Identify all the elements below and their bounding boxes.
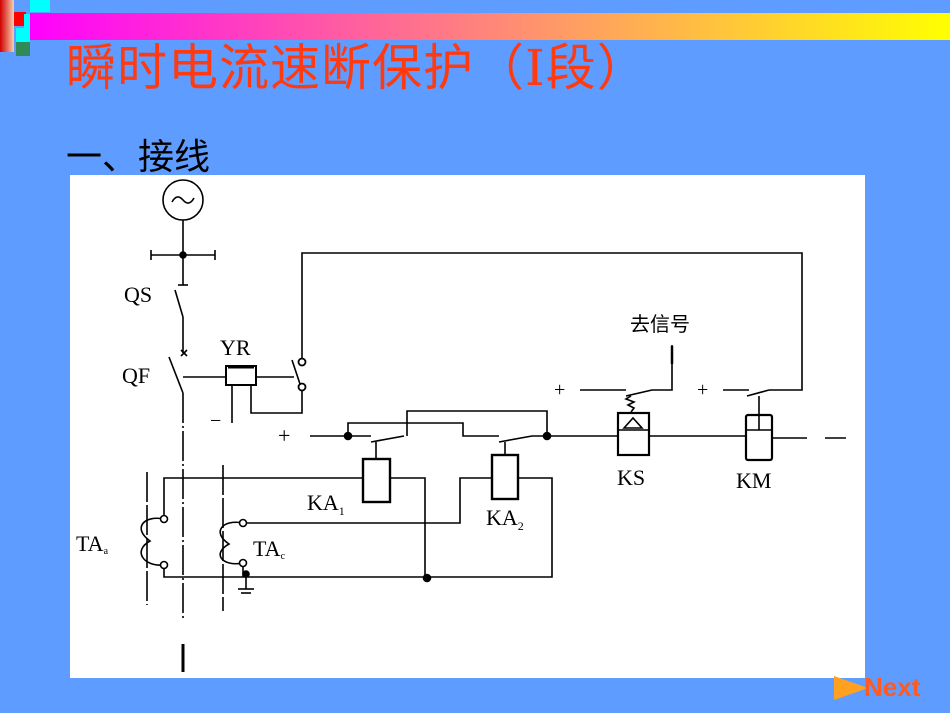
gradient-bar	[30, 13, 950, 40]
ka1-relay	[361, 457, 392, 504]
qf-breaker	[168, 356, 226, 672]
label-plus-km: +	[697, 379, 708, 401]
slide-subtitle: 一、接线	[66, 137, 211, 178]
km-contact	[723, 389, 770, 415]
dc-circuit	[310, 410, 846, 459]
tac-coil	[219, 518, 248, 568]
label-qs: QS	[124, 282, 152, 307]
ks-contact	[580, 345, 674, 413]
generator-icon	[162, 179, 204, 221]
label-tac: TAc	[253, 536, 286, 562]
label-ka1: KA1	[307, 490, 345, 518]
label-qf: QF	[122, 363, 150, 388]
ka2-relay	[490, 453, 520, 501]
label-minus: −	[210, 410, 221, 432]
yr-trip-coil	[225, 252, 803, 423]
label-km: KM	[736, 468, 771, 493]
label-ks: KS	[617, 465, 645, 490]
taa-coil	[140, 514, 169, 570]
label-plus-ks: +	[554, 379, 565, 401]
label-plus-main: +	[278, 423, 290, 448]
km-relay	[744, 413, 774, 462]
next-label: Next	[864, 672, 921, 702]
play-arrow-icon	[834, 675, 868, 700]
busbar	[150, 220, 216, 286]
circuit-diagram: QS QF YR − + + + 去信号 KS KM KA1 KA2 TAa T…	[70, 175, 865, 678]
label-signal: 去信号	[630, 313, 690, 336]
slide-title: 瞬时电流速断保护（Ⅰ段）	[66, 39, 648, 97]
next-button[interactable]: Next	[834, 672, 920, 703]
label-yr: YR	[220, 335, 251, 360]
qs-disconnector	[174, 289, 188, 357]
label-ka2: KA2	[486, 505, 524, 533]
label-taa: TAa	[76, 531, 109, 557]
ks-relay	[616, 411, 651, 457]
